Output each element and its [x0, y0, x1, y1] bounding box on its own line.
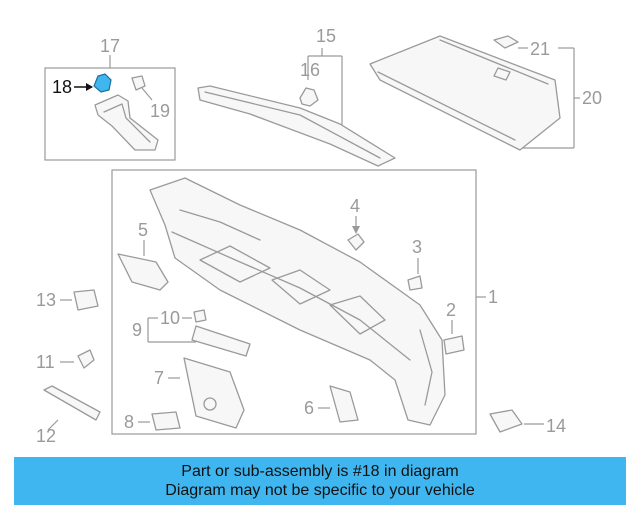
- part-2-bracket: [443, 335, 465, 355]
- callout-5: 5: [138, 220, 148, 240]
- callout-1: 1: [488, 287, 498, 307]
- group-1-box: [111, 169, 477, 435]
- part-19-clip: [131, 75, 146, 91]
- callout-16: 16: [300, 60, 320, 80]
- part-20-cargo-cover: [369, 35, 561, 151]
- callout-19: 19: [150, 101, 170, 121]
- callout-3: 3: [412, 237, 422, 257]
- part-3-clip: [407, 275, 423, 291]
- callout-9: 9: [132, 320, 142, 340]
- callout-13: 13: [36, 290, 56, 310]
- part-9-strip: [191, 325, 251, 357]
- callout-11: 11: [36, 352, 55, 372]
- part-18-clip[interactable]: [93, 73, 112, 93]
- part-4-clip: [347, 233, 365, 251]
- part-11-screw: [77, 349, 95, 369]
- part-5-cover: [117, 253, 169, 291]
- part-12-strip: [43, 385, 101, 421]
- callout-2: 2: [446, 300, 456, 320]
- callout-20: 20: [582, 88, 602, 108]
- part-17-trim: [94, 94, 159, 151]
- info-banner: Part or sub-assembly is #18 in diagram D…: [14, 457, 626, 505]
- part-21-cap: [493, 35, 519, 49]
- parts-diagram: 17 18 19 15 16 21 20 1 4 3 2: [36, 26, 602, 446]
- callout-15: 15: [316, 26, 336, 46]
- callout-17: 17: [100, 36, 120, 56]
- callout-10: 10: [160, 308, 180, 328]
- part-16-clip: [299, 87, 319, 107]
- part-13-clip: [73, 289, 99, 311]
- banner-line-1: Part or sub-assembly is #18 in diagram: [181, 463, 459, 480]
- banner-line-2: Diagram may not be specific to your vehi…: [165, 482, 475, 499]
- callout-12: 12: [36, 426, 56, 446]
- part-7-panel: [183, 357, 245, 429]
- callout-21: 21: [530, 39, 550, 59]
- callout-8: 8: [124, 412, 134, 432]
- part-6-trim: [329, 385, 359, 423]
- part-8-bracket: [151, 411, 181, 431]
- part-10-clip: [193, 309, 207, 323]
- callout-4: 4: [350, 196, 360, 216]
- callout-6: 6: [304, 398, 314, 418]
- part-15-trim-bar: [197, 85, 396, 167]
- part-14-handle: [489, 409, 523, 433]
- callout-14: 14: [546, 416, 566, 436]
- callout-7: 7: [154, 368, 164, 388]
- callout-18: 18: [52, 77, 72, 97]
